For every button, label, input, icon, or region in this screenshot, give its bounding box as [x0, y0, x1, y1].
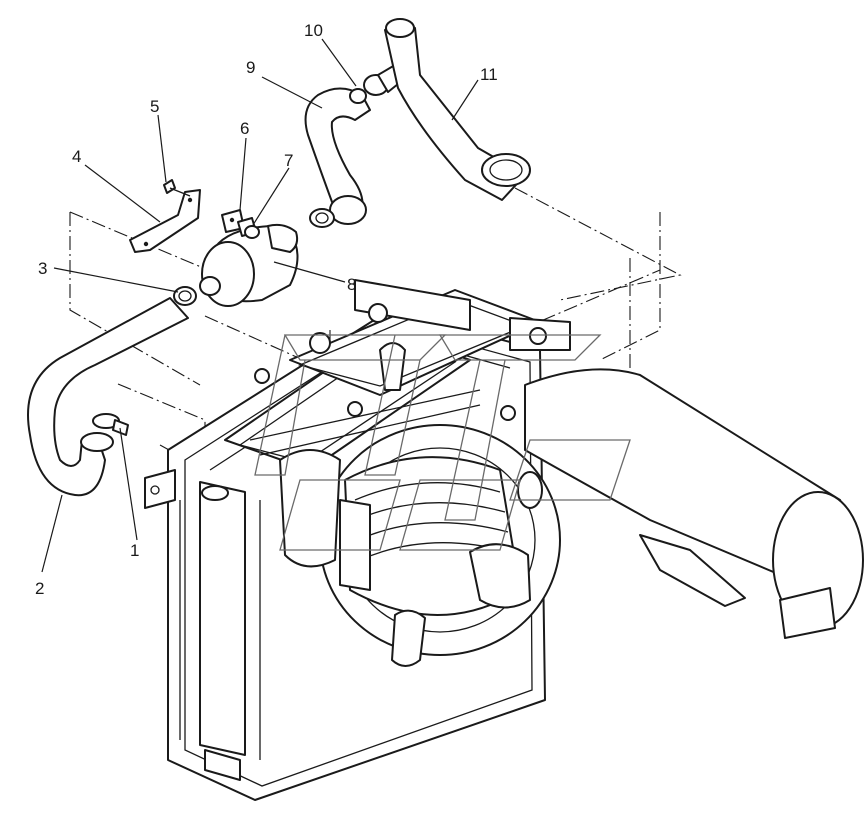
callout-5: 5 [150, 97, 159, 116]
watermark-logo [254, 334, 631, 551]
callout-labels: 1 2 3 4 5 6 7 8 9 10 11 [35, 21, 498, 598]
part-8-coolant-tank [199, 209, 299, 307]
part-1-clamp [92, 413, 129, 436]
callout-6: 6 [240, 119, 249, 138]
muffler [524, 368, 864, 639]
callout-leader-lines [41, 38, 479, 573]
part-4-bracket [129, 189, 201, 253]
part-3-clamp [173, 286, 197, 306]
callout-10: 10 [304, 21, 323, 40]
part-5-bolt [163, 179, 191, 197]
callout-11: 11 [480, 65, 498, 84]
callout-7: 7 [284, 151, 293, 170]
callout-4: 4 [72, 147, 81, 166]
fan-and-air-cleaner [279, 424, 561, 667]
callout-2: 2 [35, 579, 44, 598]
callout-9: 9 [246, 58, 255, 77]
part-7-clamp [244, 225, 260, 239]
callout-8: 8 [347, 275, 356, 294]
part-2-lower-hose [27, 297, 189, 497]
callout-3: 3 [38, 259, 47, 278]
part-11-elbow-pipe [384, 18, 531, 201]
callout-1: 1 [130, 541, 139, 560]
part-9-upper-hose [304, 87, 371, 228]
